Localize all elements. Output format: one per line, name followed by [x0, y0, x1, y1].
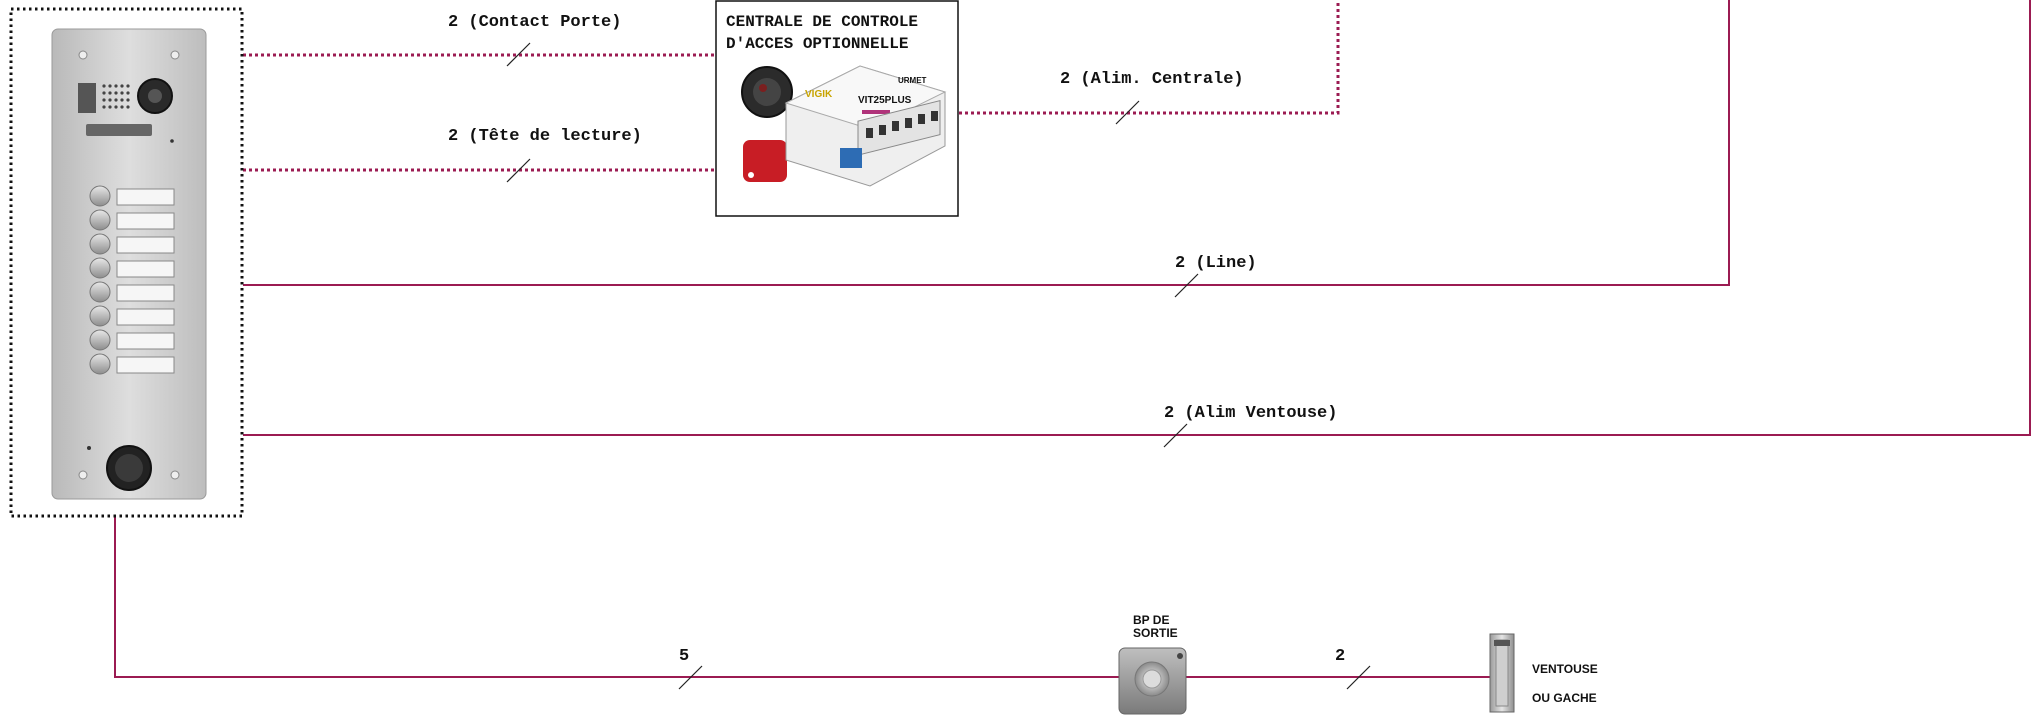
door-station: [9, 7, 244, 518]
tick-line: [1174, 273, 1199, 298]
led-icon: [87, 446, 91, 450]
name-label-slot: [116, 260, 175, 278]
door-station-dotted-frame: [9, 7, 244, 518]
call-button-icon: [89, 257, 111, 279]
screw-icon: [170, 470, 180, 480]
module-model: VIT25PLUS: [858, 95, 912, 106]
label-contact-porte: 2 (Contact Porte): [448, 13, 621, 32]
label-alim-centrale: 2 (Alim. Centrale): [1060, 70, 1244, 89]
tick-bottom-2: [1346, 665, 1371, 690]
speaker-grille-icon: [102, 84, 130, 109]
exit-push-button: BP DE SORTIE: [1118, 613, 1187, 715]
microphone-icon: [170, 139, 174, 143]
key-icon: [1177, 653, 1183, 659]
name-label-slot: [116, 284, 175, 302]
call-button-row: [89, 233, 175, 255]
screw-icon: [78, 50, 88, 60]
name-label-slot: [116, 332, 175, 350]
ventouse-label-line1: VENTOUSE: [1532, 662, 1598, 676]
wire-bottom-5: [114, 517, 1119, 678]
wire-tick-marks: [506, 42, 1371, 690]
controller-module: VIGIK URMET VIT25PLUS: [784, 65, 947, 187]
magnetic-lock: VENTOUSE OU GACHE: [1489, 633, 1598, 713]
name-label-slot: [116, 356, 175, 374]
label-bottom-5: 5: [679, 647, 689, 666]
call-button-icon: [89, 329, 111, 351]
wire-labels: 2 (Contact Porte) 2 (Tête de lecture) 2 …: [448, 13, 1345, 666]
label-alim-ventouse: 2 (Alim Ventouse): [1164, 404, 1337, 423]
call-button-icon: [89, 209, 111, 231]
screw-icon: [170, 50, 180, 60]
wire-alim-ventouse: [243, 0, 2031, 436]
screw-icon: [78, 470, 88, 480]
tick-bottom-5: [678, 665, 703, 690]
call-button-icon: [89, 353, 111, 375]
module-brand: VIGIK: [805, 89, 833, 100]
call-button-icon: [89, 305, 111, 327]
call-button-row: [89, 329, 175, 351]
badge-tag-icon: [743, 140, 787, 182]
name-label-slot: [116, 308, 175, 326]
terminal-block-icon: [857, 100, 941, 156]
call-button-icon: [89, 185, 111, 207]
name-label-slot: [116, 212, 175, 230]
wire-alim-centrale: [959, 0, 1340, 115]
name-label-slot: [116, 236, 175, 254]
status-indicator-strip: [86, 124, 152, 136]
tick-alim-ventouse: [1163, 423, 1188, 448]
call-button-row: [89, 257, 175, 279]
label-tete-lecture: 2 (Tête de lecture): [448, 127, 642, 146]
bp-label-line2: SORTIE: [1133, 626, 1178, 640]
call-button-row: [89, 305, 175, 327]
call-button-row: [89, 209, 175, 231]
call-button-row: [89, 185, 175, 207]
call-button-icon: [89, 233, 111, 255]
name-label-slot: [116, 188, 175, 206]
label-line: 2 (Line): [1175, 254, 1257, 273]
wire-line: [243, 0, 1730, 286]
blue-connector-icon: [840, 148, 862, 168]
call-button-icon: [89, 281, 111, 303]
call-button-row: [89, 281, 175, 303]
tick-alim-centrale: [1115, 100, 1140, 125]
label-bottom-2: 2: [1335, 647, 1345, 666]
call-button-row: [89, 353, 175, 375]
central-title-line2: D'ACCES OPTIONNELLE: [726, 35, 908, 53]
wires: [114, 0, 2031, 678]
call-buttons: [89, 185, 175, 375]
tick-contact-porte: [506, 42, 531, 67]
central-title-line1: CENTRALE DE CONTROLE: [726, 13, 918, 31]
module-brand2: URMET: [898, 76, 927, 85]
bp-label-line1: BP DE: [1133, 613, 1169, 627]
ventouse-label-line2: OU GACHE: [1532, 691, 1597, 705]
tick-tete-lecture: [506, 158, 531, 183]
access-control-central: CENTRALE DE CONTROLE D'ACCES OPTIONNELLE…: [715, 0, 959, 217]
camera-light-icon: [78, 83, 96, 113]
